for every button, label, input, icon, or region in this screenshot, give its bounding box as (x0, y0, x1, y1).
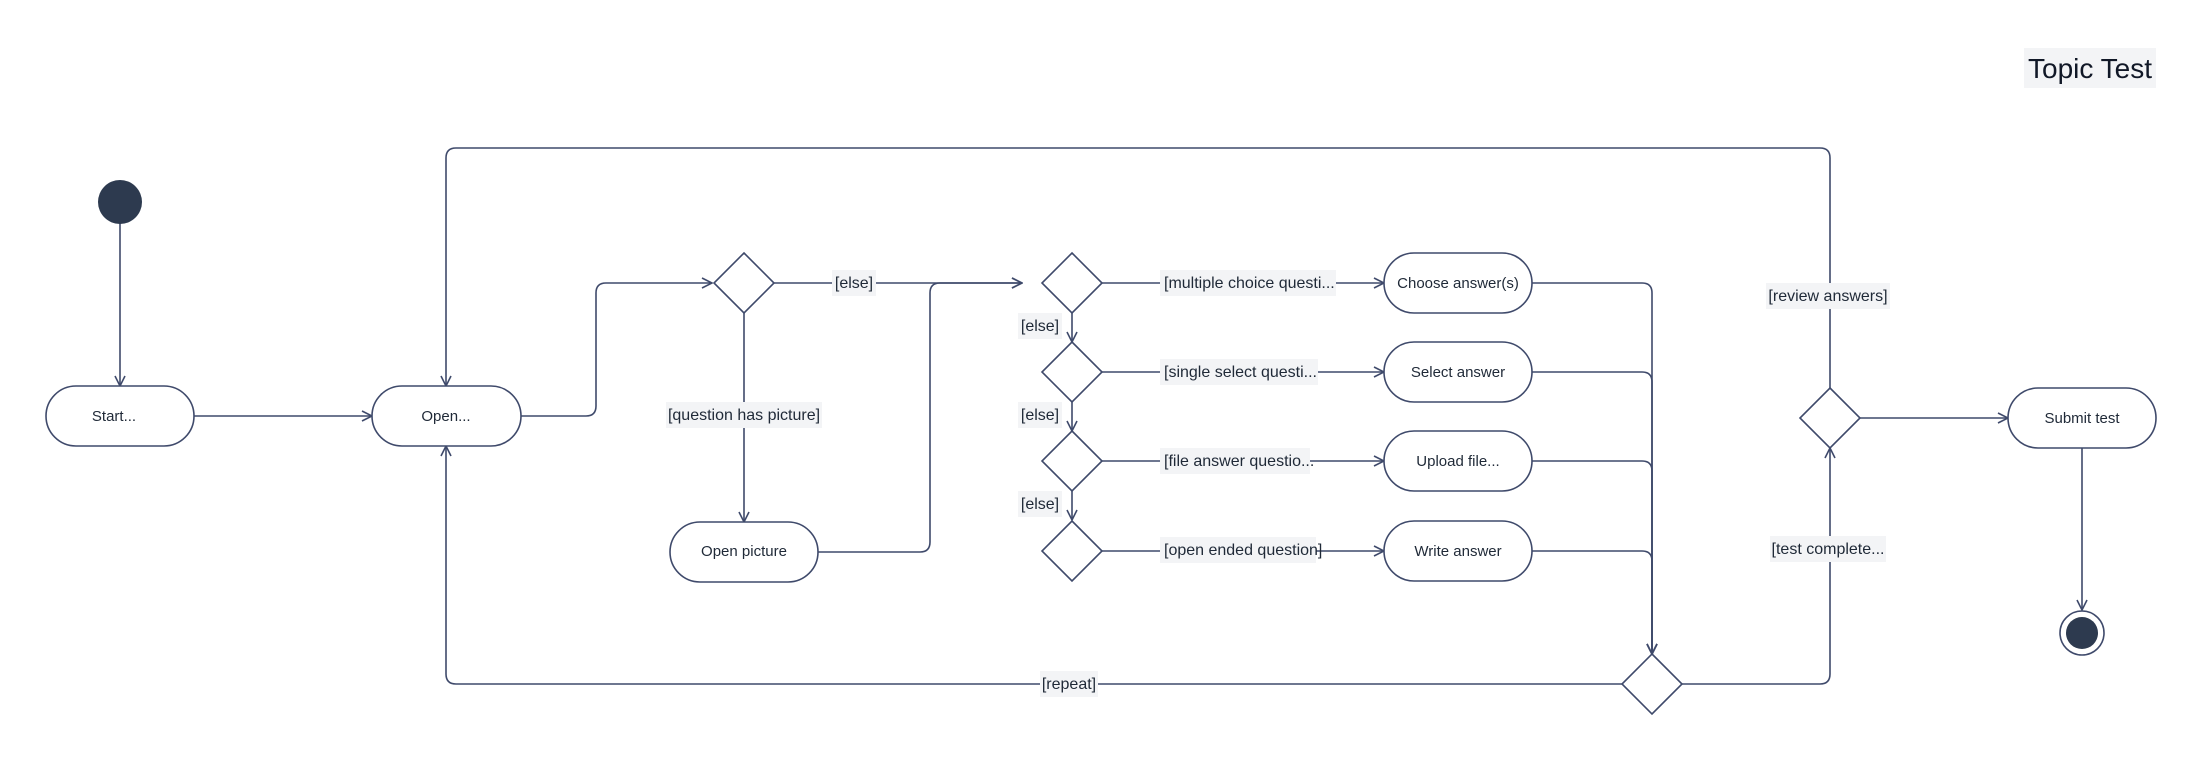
edge-label-else-file: [else] (1021, 407, 1059, 424)
edge-labels: [else] [question has picture] [multiple … (666, 270, 1890, 697)
label-bg (1018, 402, 1062, 428)
action-upload-file-label: Upload file... (1416, 453, 1499, 470)
action-choose-answers-label: Choose answer(s) (1397, 275, 1519, 292)
label-bg (1766, 283, 1890, 309)
edge-label-test-complete: [test complete... (1772, 541, 1885, 558)
edge-label-repeat: [repeat] (1042, 676, 1096, 693)
action-select-answer-label: Select answer (1411, 364, 1505, 381)
action-start-label: Start... (92, 408, 136, 425)
decision-multiple-choice[interactable] (1040, 251, 1104, 315)
action-write-answer[interactable] (1383, 520, 1533, 582)
edge-label-open-ended: [open ended question] (1164, 542, 1322, 559)
label-bg (832, 270, 876, 296)
action-select-answer[interactable] (1383, 341, 1533, 403)
action-upload-file[interactable] (1383, 430, 1533, 492)
title-background (2024, 48, 2156, 88)
edge-label-question-has-picture: [question has picture] (668, 407, 820, 424)
edge-label-review-answers: [review answers] (1768, 288, 1887, 305)
action-choose-answers[interactable] (1383, 252, 1533, 314)
label-bg (1160, 537, 1316, 563)
label-bg (1160, 270, 1336, 296)
action-write-answer-label: Write answer (1414, 543, 1501, 560)
edge-decision6-open-review (446, 147, 1831, 388)
edge-label-else-picture: [else] (835, 275, 873, 292)
edge-open-decision1 (521, 283, 712, 417)
initial-node[interactable] (98, 180, 142, 224)
action-start[interactable] (45, 385, 195, 447)
label-bg (1160, 448, 1310, 474)
edge-merge-open-repeat (446, 446, 1622, 685)
action-open[interactable] (371, 385, 522, 447)
edge-select-merge (1532, 371, 1652, 654)
label-bg (1018, 491, 1062, 517)
final-node-core (2066, 617, 2098, 649)
decision-single-select[interactable] (1040, 340, 1104, 404)
label-bg (1018, 313, 1062, 339)
action-open-picture-label: Open picture (701, 543, 787, 560)
action-submit-test-label: Submit test (2044, 410, 2120, 427)
label-bg (1160, 359, 1318, 385)
decision-open-ended[interactable] (1040, 519, 1104, 583)
edge-write-merge (1532, 550, 1652, 654)
action-open-picture[interactable] (669, 521, 819, 583)
label-bg (1040, 671, 1098, 697)
edge-choose-merge (1532, 282, 1652, 654)
edge-openpicture-decision2 (818, 283, 1022, 553)
label-bg (666, 402, 822, 428)
decision-review-or-complete[interactable] (1798, 386, 1862, 450)
edge-label-else-single: [else] (1021, 318, 1059, 335)
action-open-label: Open... (421, 408, 470, 425)
decision-question-picture[interactable] (712, 251, 776, 315)
edge-merge-decision6 (1682, 448, 1830, 685)
merge-node[interactable] (1620, 652, 1684, 716)
edge-label-else-open: [else] (1021, 496, 1059, 513)
action-submit-test[interactable] (2007, 387, 2157, 449)
edge-upload-merge (1532, 460, 1652, 654)
edge-label-single-select: [single select questi... (1164, 364, 1317, 381)
label-bg (1770, 536, 1886, 562)
edge-label-multiple-choice: [multiple choice questi... (1164, 275, 1335, 292)
decision-file-answer[interactable] (1040, 429, 1104, 493)
edge-label-file-answer: [file answer questio... (1164, 453, 1314, 470)
diagram-title: Topic Test (2028, 53, 2152, 84)
